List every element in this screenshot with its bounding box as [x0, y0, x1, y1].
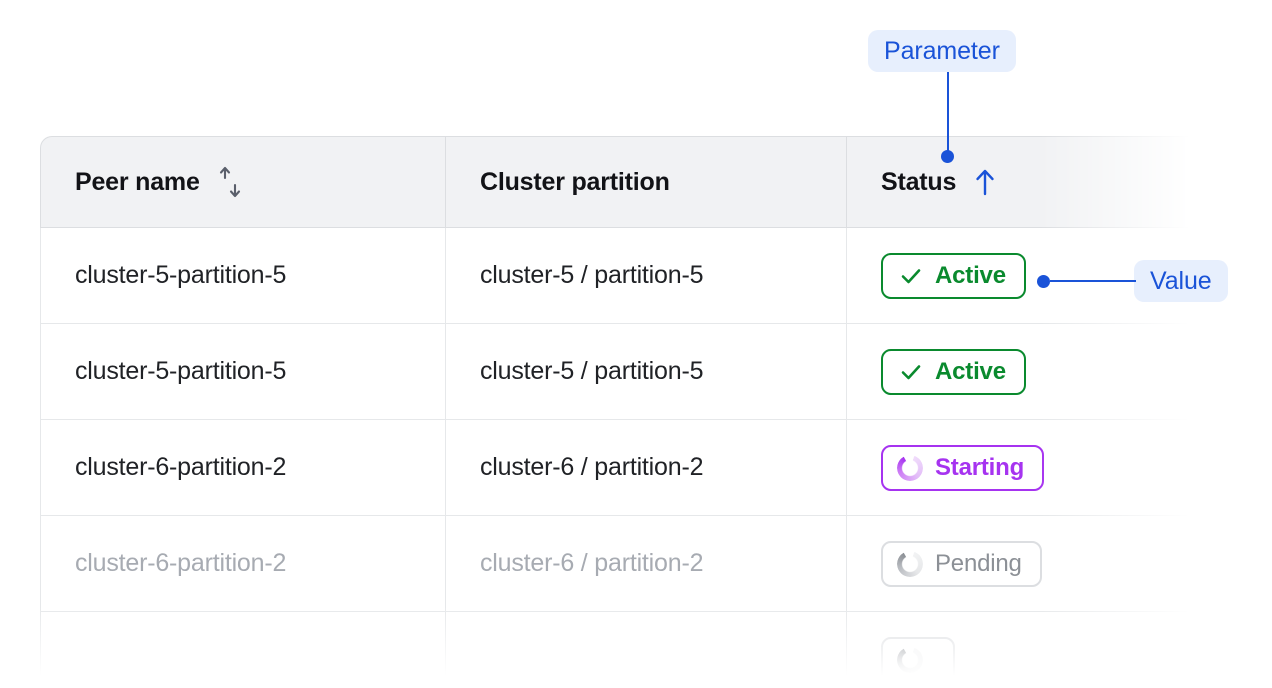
- table-body: cluster-5-partition-5 cluster-5 / partit…: [40, 228, 1192, 688]
- annotation-dot-value: [1037, 275, 1050, 288]
- spinner-icon: [897, 646, 923, 673]
- cell-cluster-partition: cluster-5 / partition-5: [445, 324, 846, 420]
- check-icon: [899, 360, 923, 384]
- arrow-up-icon[interactable]: [972, 167, 998, 197]
- cell-cluster-partition: cluster-6 / partition-2: [445, 516, 846, 612]
- cell-peer-name: cluster-6-partition-2: [40, 420, 445, 516]
- cell-status: [846, 612, 1192, 688]
- table-row[interactable]: cluster-6-partition-2 cluster-6 / partit…: [40, 420, 1192, 516]
- column-header-status[interactable]: Status: [846, 136, 1192, 228]
- cell-peer-name: cluster-5-partition-5: [40, 228, 445, 324]
- spinner-icon: [897, 550, 923, 577]
- annotation-chip-value: Value: [1134, 260, 1228, 302]
- column-header-peer-name[interactable]: Peer name: [40, 136, 445, 228]
- column-header-status-label: Status: [881, 167, 957, 196]
- column-header-cluster-partition-label: Cluster partition: [480, 167, 670, 196]
- cell-cluster-partition: cluster-5 / partition-5: [445, 228, 846, 324]
- status-badge-label: Active: [935, 261, 1006, 289]
- check-icon: [899, 264, 923, 288]
- cell-status: Pending: [846, 516, 1192, 612]
- table-row[interactable]: cluster-5-partition-5 cluster-5 / partit…: [40, 228, 1192, 324]
- annotation-chip-parameter: Parameter: [868, 30, 1016, 72]
- status-badge-active[interactable]: Active: [881, 348, 1026, 395]
- peers-table-container: Peer name Cluster partition: [40, 136, 1192, 688]
- table-row[interactable]: cluster-6-partition-2 cluster-6 / partit…: [40, 516, 1192, 612]
- status-badge-starting[interactable]: Starting: [881, 444, 1045, 491]
- table-row[interactable]: [40, 612, 1192, 688]
- table-row[interactable]: cluster-5-partition-5 cluster-5 / partit…: [40, 324, 1192, 420]
- column-header-peer-name-label: Peer name: [75, 167, 200, 196]
- sort-updown-icon[interactable]: [216, 165, 246, 199]
- spinner-icon: [897, 454, 923, 481]
- status-badge-partial[interactable]: [881, 636, 955, 683]
- cell-status: Starting: [846, 420, 1192, 516]
- peers-table: Peer name Cluster partition: [40, 136, 1192, 688]
- annotation-leader-line-value: [1050, 280, 1136, 282]
- annotation-leader-line-parameter: [947, 72, 949, 156]
- column-header-cluster-partition[interactable]: Cluster partition: [445, 136, 846, 228]
- cell-cluster-partition: cluster-6 / partition-2: [445, 420, 846, 516]
- cell-peer-name: [40, 612, 445, 688]
- cell-peer-name: cluster-5-partition-5: [40, 324, 445, 420]
- cell-peer-name: cluster-6-partition-2: [40, 516, 445, 612]
- status-badge-label: Starting: [935, 453, 1025, 481]
- table-header: Peer name Cluster partition: [40, 136, 1192, 228]
- cell-status: Active: [846, 324, 1192, 420]
- table-header-row: Peer name Cluster partition: [40, 136, 1192, 228]
- status-badge-label: Pending: [935, 549, 1022, 577]
- cell-cluster-partition: [445, 612, 846, 688]
- status-badge-pending[interactable]: Pending: [881, 540, 1042, 587]
- status-badge-active[interactable]: Active: [881, 252, 1026, 299]
- annotation-dot-parameter: [941, 150, 954, 163]
- status-badge-label: Active: [935, 357, 1006, 385]
